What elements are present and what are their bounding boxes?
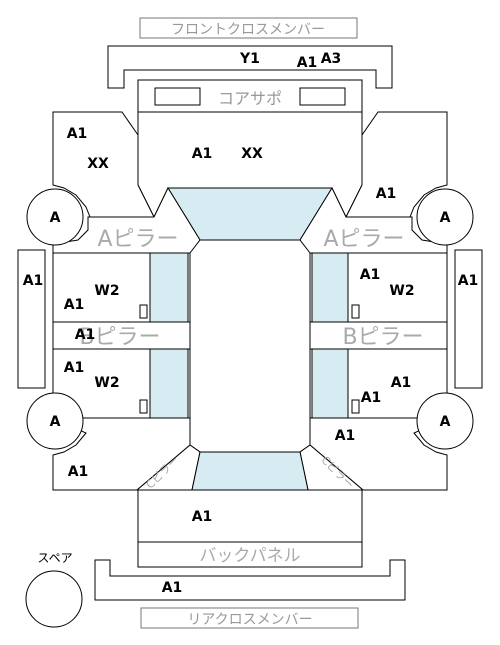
right-front-door-w2-code: W2 <box>389 283 414 299</box>
core-support-right-box <box>299 87 346 106</box>
right-rear-quarter-panel[interactable] <box>309 417 448 491</box>
front-right-wheel-code: A <box>440 210 451 226</box>
left-rear-door-handle <box>139 399 148 414</box>
front-member-a1-code: A1 <box>297 55 318 71</box>
rear-member-a1-code: A1 <box>162 580 183 596</box>
right-fender-a1-code: A1 <box>376 186 397 202</box>
left-fender-a1-code: A1 <box>67 126 88 142</box>
left-rear-door-glass[interactable] <box>149 348 189 419</box>
hood-a1-code: A1 <box>192 146 213 162</box>
left-rear-quarter-panel[interactable] <box>52 417 191 491</box>
left-front-door-glass[interactable] <box>149 252 189 323</box>
trunk-a1-code: A1 <box>192 509 213 525</box>
front-cross-member-label: フロントクロスメンバー <box>171 22 325 38</box>
left-front-door-a1-code: A1 <box>64 297 85 313</box>
front-right-wheel[interactable] <box>416 188 474 246</box>
rear-window-glass[interactable] <box>191 451 309 491</box>
left-front-door-w2-code: W2 <box>94 283 119 299</box>
left-rear-door-w2-code: W2 <box>94 375 119 391</box>
right-rear-door-handle <box>351 399 360 414</box>
rear-bumper-panel[interactable] <box>94 559 406 601</box>
rear-right-wheel-code: A <box>440 414 451 430</box>
front-bumper-panel[interactable] <box>107 45 393 89</box>
right-b-pillar-panel[interactable] <box>309 321 448 350</box>
front-member-y1-code: Y1 <box>239 51 260 67</box>
right-step-a1-code: A1 <box>458 273 479 289</box>
spare-tire[interactable] <box>25 570 83 628</box>
back-panel[interactable] <box>137 541 363 568</box>
rear-left-wheel-code: A <box>50 414 61 430</box>
left-b-pillar-label: Bピラー <box>79 325 160 350</box>
right-b-pillar-label: Bピラー <box>342 325 423 350</box>
rear-cross-member-panel[interactable] <box>140 607 359 629</box>
right-front-door-handle <box>351 304 360 319</box>
right-rear-door-glass[interactable] <box>311 348 349 419</box>
spare-label: スペア <box>37 551 72 565</box>
rear-cross-member-label: リアクロスメンバー <box>187 612 312 628</box>
hood-xx-code: XX <box>241 146 263 162</box>
left-fender-xx-code: XX <box>87 156 109 172</box>
front-cross-member-panel[interactable] <box>139 17 358 39</box>
left-step-panel[interactable] <box>17 249 46 389</box>
right-rear-door-a1b-code: A1 <box>361 390 382 406</box>
front-member-a3-code: A3 <box>321 51 342 67</box>
right-quarter-a1-code: A1 <box>335 428 356 444</box>
core-support-label: コアサポ <box>218 89 282 108</box>
core-support-left-box <box>154 87 201 106</box>
left-b-pillar-panel[interactable] <box>52 321 191 350</box>
right-rear-door-a1-code: A1 <box>391 375 412 391</box>
left-rear-door-a1-code: A1 <box>64 360 85 376</box>
roof-panel[interactable] <box>189 239 311 453</box>
left-b-pillar-a1-code: A1 <box>75 327 96 343</box>
back-panel-label: バックパネル <box>199 546 300 566</box>
rear-left-wheel[interactable] <box>26 392 84 450</box>
trunk-panel[interactable] <box>137 489 363 543</box>
left-quarter-a1-code: A1 <box>68 464 89 480</box>
front-left-wheel-code: A <box>50 210 61 226</box>
right-step-panel[interactable] <box>454 249 483 389</box>
front-left-wheel[interactable] <box>26 188 84 246</box>
left-a-pillar-label: Aピラー <box>97 227 178 252</box>
right-front-door-glass[interactable] <box>311 252 349 323</box>
left-front-door-handle <box>139 304 148 319</box>
rear-right-wheel[interactable] <box>416 392 474 450</box>
right-front-door-a1-code: A1 <box>360 267 381 283</box>
left-step-a1-code: A1 <box>23 273 44 289</box>
right-a-pillar-label: Aピラー <box>323 227 404 252</box>
